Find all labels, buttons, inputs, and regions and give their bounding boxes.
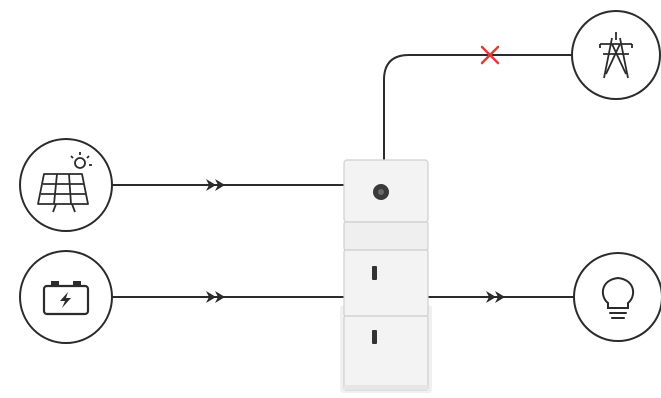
storage-unit — [340, 160, 432, 393]
unit-spacer-module — [344, 222, 428, 250]
solar-node — [20, 139, 112, 231]
connections — [112, 55, 574, 297]
unit-to-grid-line — [384, 55, 574, 160]
unit-battery-module-2 — [344, 316, 428, 390]
grid-node — [572, 11, 660, 99]
load-node — [574, 253, 661, 341]
unit-battery-module-1 — [344, 250, 428, 316]
battery-node — [20, 251, 112, 343]
